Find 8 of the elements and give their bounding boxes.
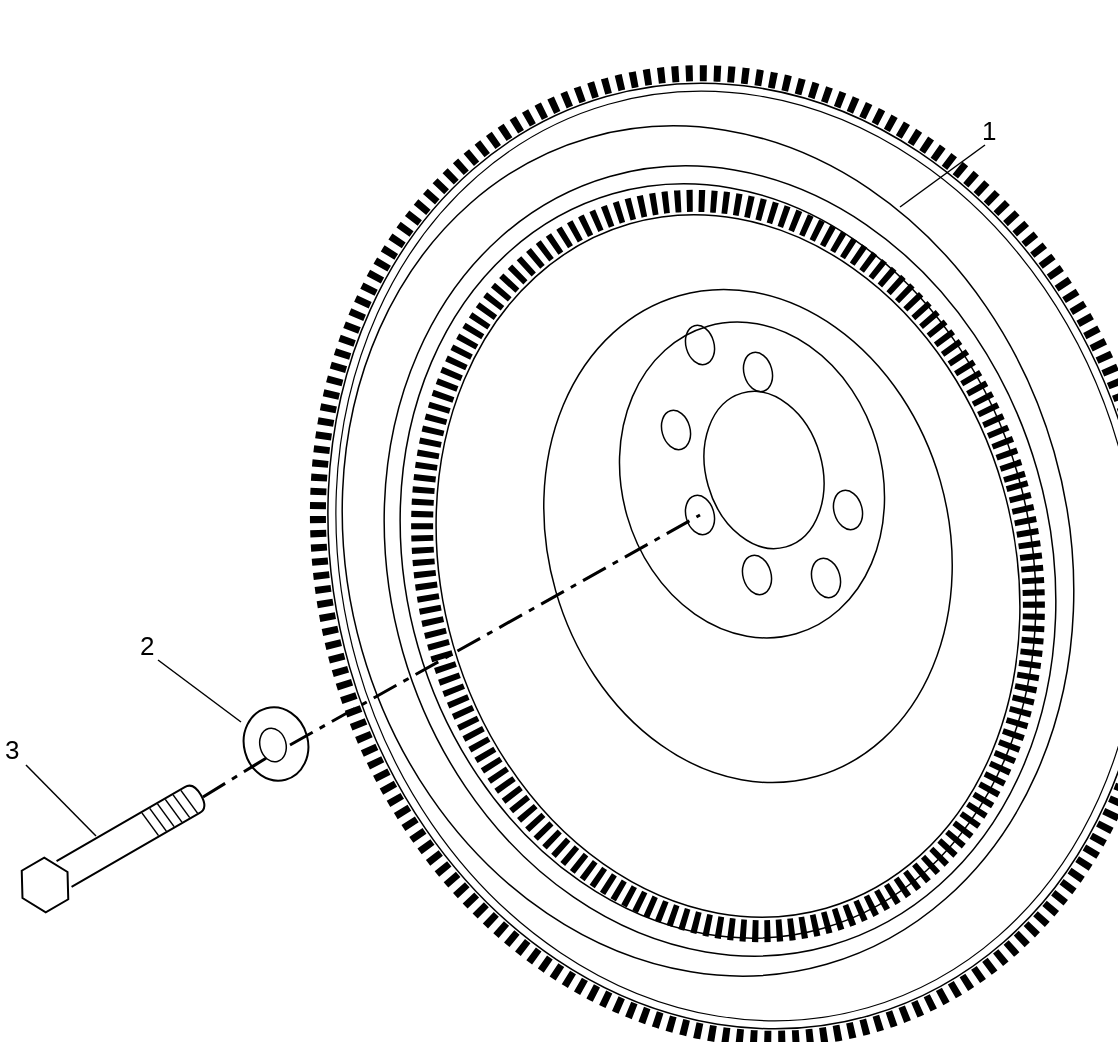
leader-line xyxy=(899,144,986,208)
leader-line xyxy=(25,764,97,837)
callout-number: 3 xyxy=(5,737,20,763)
center-line xyxy=(289,513,701,747)
leader-line xyxy=(157,659,242,723)
callout-number: 1 xyxy=(982,118,997,144)
center-line xyxy=(202,755,269,799)
callout-number: 2 xyxy=(140,633,155,659)
